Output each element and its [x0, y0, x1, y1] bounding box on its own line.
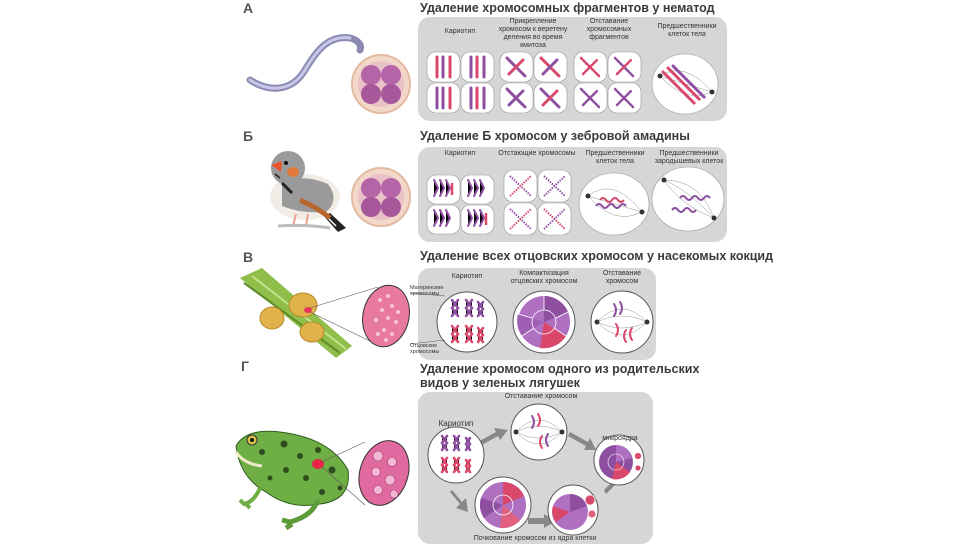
- c-caption-2: Компактизация отцовских хромосом: [510, 270, 578, 285]
- a-caption-2: Прикрепление хромосом к веретену деления…: [498, 18, 568, 49]
- zebra-finch-icon: [270, 151, 346, 232]
- ovary-detail-icon-d: [358, 440, 410, 506]
- section-c-title: Удаление всех отцовских хромосом у насек…: [420, 249, 774, 263]
- egg-4cell-icon-a: [351, 54, 411, 114]
- b-caption-2: Отстающие хромосомы: [498, 150, 576, 157]
- b-lagging-cells: [503, 169, 572, 236]
- a-karyotype-cells: [426, 51, 495, 114]
- frog-icon: [234, 430, 366, 531]
- d-karyotype-cell: [427, 426, 485, 484]
- section-d-letter: Г: [241, 358, 249, 374]
- b-body-precursor-cell: [578, 172, 650, 236]
- section-b-letter: Б: [243, 128, 254, 144]
- c-compaction-cell: [512, 290, 576, 354]
- c-label-maternal: Материнские хромосомы: [410, 285, 444, 297]
- section-a-letter: А: [243, 0, 254, 16]
- plant-stem-with-scale-insects-icon: [240, 268, 379, 358]
- a-body-precursor-cell: [651, 53, 719, 115]
- d-caption-lagging: Отставание хромосом: [504, 393, 578, 400]
- a-spindle-cells: [499, 51, 568, 114]
- b-karyotype-cells: [426, 174, 495, 235]
- ovary-detail-icon-c: [362, 284, 410, 348]
- flow-arrows: [450, 428, 622, 528]
- a-caption-3: Отставание хромосомных фрагментов: [586, 18, 632, 41]
- d-caption-budding: Почкование хромосом из ядра клетки: [473, 535, 597, 542]
- b-caption-1: Кариотип: [444, 150, 476, 157]
- c-lagging-cell: [590, 290, 654, 354]
- b-caption-4: Предшественники зародышевых клеток: [654, 150, 724, 165]
- b-caption-3: Предшественники клеток тела: [585, 150, 645, 165]
- section-a-title: Удаление хромосомных фрагментов у немато…: [420, 1, 715, 15]
- d-budding-cell-2: [547, 484, 599, 536]
- b-germ-precursor-cell: [651, 166, 725, 232]
- section-b-title: Удаление Б хромосом у зебровой амадины: [420, 129, 690, 143]
- a-caption-1: Кариотип: [444, 28, 476, 35]
- d-lagging-cell: [510, 403, 568, 461]
- egg-4cell-icon-b: [351, 167, 411, 227]
- d-caption-karyotype: Кариотип: [438, 419, 474, 428]
- section-d-title: Удаление хромосом одного из родительских…: [420, 362, 700, 390]
- a-fragment-cells: [573, 51, 642, 114]
- c-caption-1: Кариотип: [451, 273, 483, 280]
- d-caption-micronuclei: микроядра: [602, 435, 638, 442]
- d-budding-cell-1: [474, 476, 532, 534]
- c-caption-3: Отставание хромосом: [602, 270, 642, 285]
- panel-d: [418, 392, 653, 544]
- a-caption-4: Предшественники клеток тела: [657, 23, 717, 38]
- c-label-paternal: Отцовские хромосомы: [410, 343, 440, 355]
- nematode-icon: [246, 34, 364, 92]
- section-c-letter: В: [243, 249, 254, 265]
